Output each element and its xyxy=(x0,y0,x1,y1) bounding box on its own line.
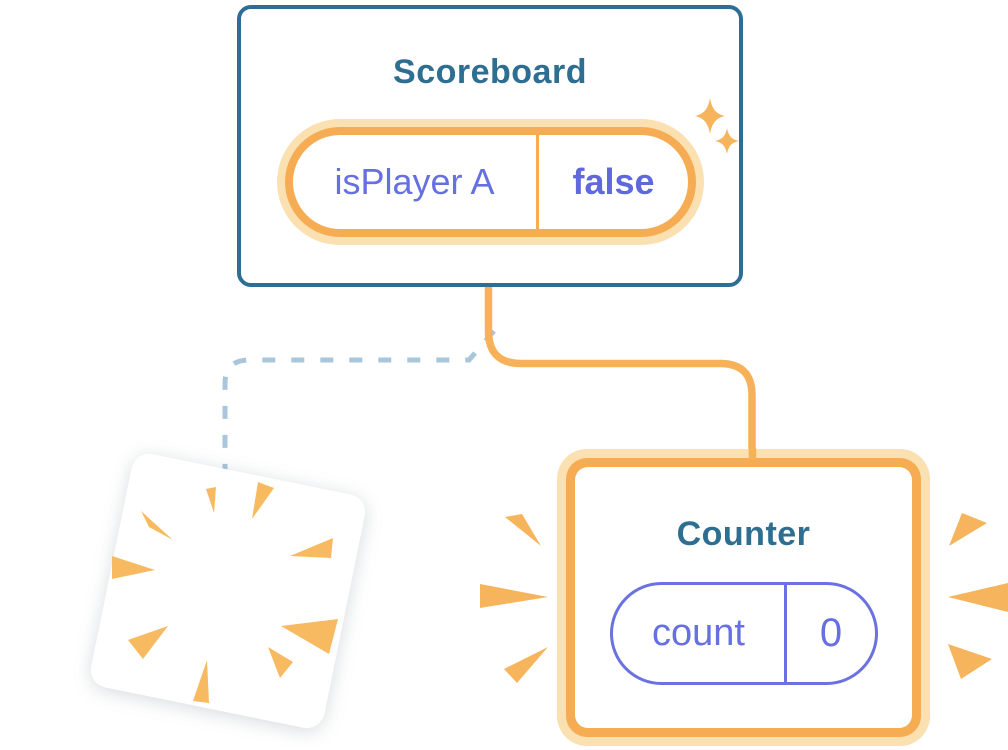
scoreboard-state-pill: isPlayer A false xyxy=(285,127,696,237)
scoreboard-title: Scoreboard xyxy=(393,53,587,91)
counter-card-body: Counter count 0 xyxy=(575,467,912,728)
state-name-label: isPlayer A xyxy=(293,135,539,229)
poof-square xyxy=(90,453,366,729)
poof-burst-icon xyxy=(112,482,338,703)
scoreboard-state-pill-highlight: isPlayer A false xyxy=(277,119,704,245)
counter-state-pill: count 0 xyxy=(610,582,878,685)
state-value-label: 0 xyxy=(819,611,843,655)
state-name-label: count xyxy=(613,585,787,682)
counter-card-border: Counter count 0 xyxy=(566,458,921,737)
orange-connector-line xyxy=(484,285,756,455)
scoreboard-card: Scoreboard isPlayer A false xyxy=(237,5,743,287)
emphasis-marks-left xyxy=(480,514,548,683)
emphasis-marks-right xyxy=(948,513,1008,679)
state-value-label: false xyxy=(572,161,655,202)
dashed-connector-line xyxy=(222,329,496,476)
counter-card: Counter count 0 xyxy=(557,449,930,746)
counter-title: Counter xyxy=(676,515,811,553)
